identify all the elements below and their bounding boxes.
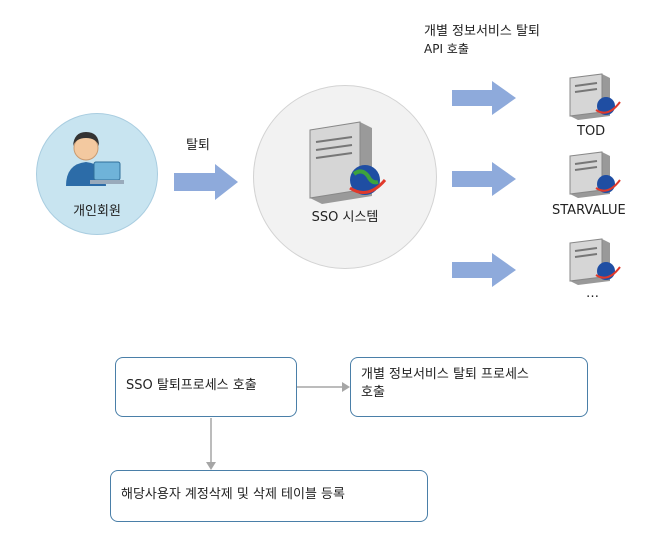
withdraw-arrow <box>174 164 238 200</box>
flow-step-service-withdraw: 개별 정보서비스 탈퇴 프로세스 호출 <box>350 357 588 417</box>
api-note-line2: API 호출 <box>424 42 469 56</box>
flow-step-account-delete: 해당사용자 계정삭제 및 삭제 테이블 등록 <box>110 470 428 522</box>
service-label-tod: TOD <box>577 124 606 139</box>
server-icon-more <box>569 238 621 285</box>
service-label-starvalue: STARVALUE <box>552 203 626 218</box>
api-arrow-1 <box>452 81 516 115</box>
api-arrow-2 <box>452 162 516 196</box>
connector-arrowhead-right <box>342 382 350 392</box>
flow-step1-text: SSO 탈퇴프로세스 호출 <box>126 378 257 393</box>
service-label-more: … <box>586 286 599 301</box>
flow-step2-line2: 호출 <box>361 385 385 400</box>
flow-step-sso-withdraw: SSO 탈퇴프로세스 호출 <box>115 357 297 417</box>
member-label: 개인회원 <box>73 204 121 219</box>
withdraw-label: 탈퇴 <box>186 138 210 153</box>
server-icon-tod <box>569 73 621 120</box>
member-icon <box>66 132 124 186</box>
flow-step3-text: 해당사용자 계정삭제 및 삭제 테이블 등록 <box>121 487 345 502</box>
sso-label: SSO 시스템 <box>311 210 379 225</box>
connector-arrowhead-down <box>206 462 216 470</box>
api-arrow-3 <box>452 253 516 287</box>
api-note-line1: 개별 정보서비스 탈퇴 <box>424 24 540 39</box>
sso-server-icon <box>309 121 387 204</box>
flow-step2-line1: 개별 정보서비스 탈퇴 프로세스 <box>361 367 529 382</box>
server-icon-starvalue <box>569 151 621 198</box>
